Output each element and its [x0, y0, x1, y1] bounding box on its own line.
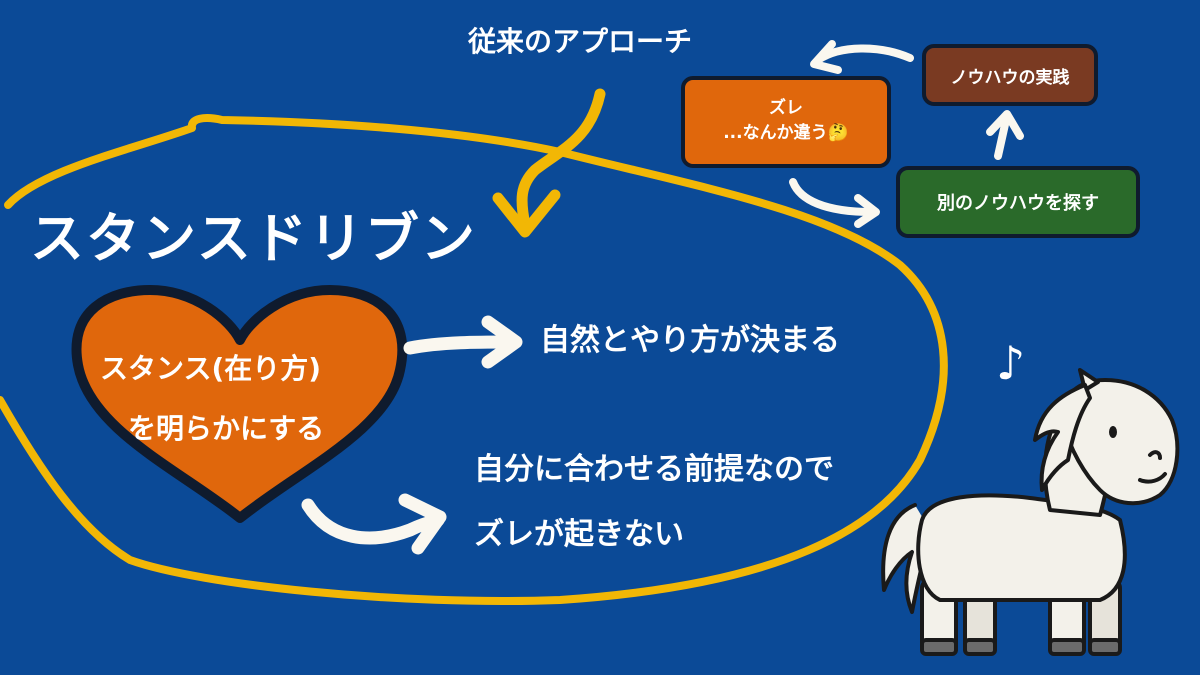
cycle-box-find-other: 別のノウハウを探す [896, 166, 1140, 238]
traditional-arrow [516, 88, 606, 231]
arrowhead-outcome-2 [398, 493, 447, 555]
music-note-icon: ♪ [996, 336, 1026, 390]
mismatch-line2: ...なんか違う🤔 [723, 123, 849, 144]
cycle-arrowhead-1 [810, 40, 842, 74]
cycle-box-mismatch: ズレ ...なんか違う🤔 [681, 76, 891, 168]
heart-text-line1: スタンス(在り方) [100, 352, 322, 385]
heart-text-line2: を明らかにする [128, 412, 325, 445]
cycle-arrow-find-to-practice [994, 116, 1010, 160]
arrowhead-outcome-1 [481, 315, 523, 369]
stance-driven-loop [0, 114, 948, 605]
outcome-fit-line2: ズレが起きない [474, 517, 684, 552]
traditional-approach-label: 従来のアプローチ [468, 25, 693, 58]
cycle-arrow-mismatch-to-find [789, 178, 876, 216]
cycle-arrow-practice-to-mismatch [814, 44, 914, 64]
heart-shape [71, 285, 408, 523]
outcome-fit-line1: 自分に合わせる前提なので [474, 452, 834, 487]
cycle-box-practice: ノウハウの実践 [922, 44, 1098, 106]
arrow-to-outcome-1 [403, 335, 519, 355]
cycle-arrowhead-2 [854, 194, 880, 228]
outcome-natural-method: 自然とやり方が決まる [540, 323, 840, 358]
find-other-label: 別のノウハウを探す [937, 193, 1099, 214]
mismatch-line1: ズレ [769, 97, 803, 118]
slide-title: スタンスドリブン [30, 207, 477, 270]
cycle-arrowhead-3 [986, 110, 1024, 140]
traditional-arrowhead [492, 189, 561, 238]
practice-label: ノウハウの実践 [950, 67, 1070, 88]
horse-icon [881, 368, 1180, 656]
